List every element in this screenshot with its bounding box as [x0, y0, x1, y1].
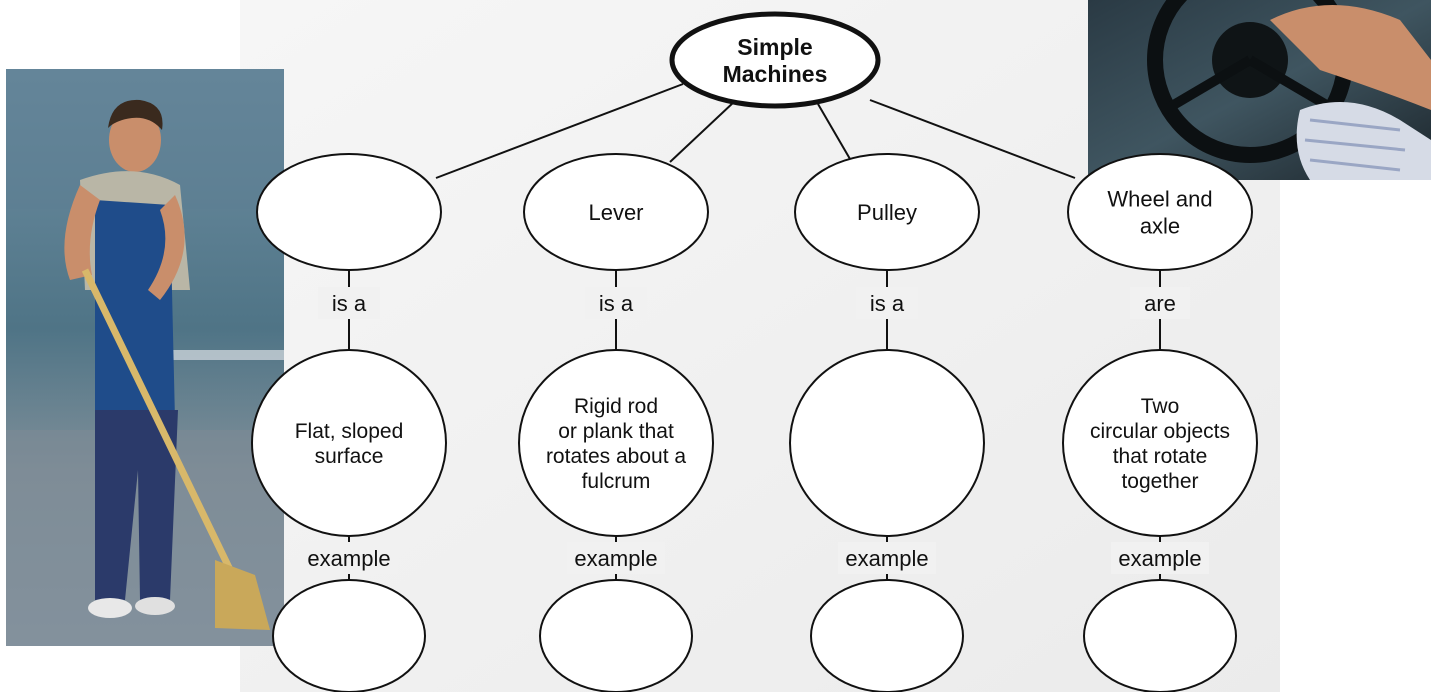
definition-node-line: fulcrum — [582, 470, 651, 493]
relation-label: are — [1144, 291, 1176, 316]
relation-label: is a — [332, 291, 367, 316]
root-node-line: Machines — [723, 61, 828, 87]
example-node — [1083, 579, 1237, 693]
example-node — [810, 579, 964, 693]
category-node-shape — [256, 153, 442, 271]
category-node-shape — [1067, 153, 1253, 271]
definition-node-line: Flat, sloped — [295, 420, 404, 443]
relation-label: is a — [599, 291, 634, 316]
definition-node-shape — [518, 349, 714, 537]
definition-node-line: Two — [1141, 395, 1180, 418]
example-label: example — [307, 546, 390, 571]
example-node-shape — [1083, 579, 1237, 693]
category-node-line: Pulley — [857, 200, 917, 225]
relation-label: is a — [870, 291, 905, 316]
definition-node — [789, 349, 985, 537]
relation-label-bg — [318, 287, 380, 319]
definition-node-shape — [789, 349, 985, 537]
example-node-shape — [539, 579, 693, 693]
example-label-bg — [567, 542, 665, 574]
definition-node-line: circular objects — [1090, 420, 1230, 443]
photo-steering-wheel — [1088, 0, 1431, 180]
relation-label-bg — [1130, 287, 1190, 319]
category-node-line: axle — [1140, 213, 1180, 238]
definition-node-shape — [1062, 349, 1258, 537]
category-node-shape — [794, 153, 980, 271]
definition-node-line: rotates about a — [546, 445, 686, 468]
example-label-bg — [838, 542, 936, 574]
example-label-bg — [300, 542, 398, 574]
definition-node-line: that rotate — [1113, 445, 1208, 468]
example-label: example — [1118, 546, 1201, 571]
relation-label-bg — [585, 287, 647, 319]
definition-node-line: together — [1121, 470, 1198, 493]
example-label-bg — [1111, 542, 1209, 574]
example-label: example — [574, 546, 657, 571]
example-node-shape — [272, 579, 426, 693]
root-node-line: Simple — [737, 34, 812, 60]
category-node — [256, 153, 442, 271]
root-connector — [669, 100, 736, 163]
photo-worker-sweeping — [6, 69, 284, 646]
root-connector — [435, 83, 684, 179]
example-node — [272, 579, 426, 693]
relation-label-bg — [856, 287, 918, 319]
definition-node-line: or plank that — [558, 420, 674, 443]
definition-node-line: Rigid rod — [574, 395, 658, 418]
root-connector — [869, 99, 1076, 179]
category-node: Lever — [523, 153, 709, 271]
root-connector — [817, 103, 851, 160]
category-node-line: Lever — [588, 200, 643, 225]
category-node-shape — [523, 153, 709, 271]
root-node-shape — [669, 11, 881, 109]
definition-node-line: surface — [315, 445, 384, 468]
category-node-line: Wheel and — [1107, 186, 1212, 211]
example-node-shape — [810, 579, 964, 693]
example-node — [539, 579, 693, 693]
category-node: Pulley — [794, 153, 980, 271]
example-label: example — [845, 546, 928, 571]
definition-node-shape — [251, 349, 447, 537]
